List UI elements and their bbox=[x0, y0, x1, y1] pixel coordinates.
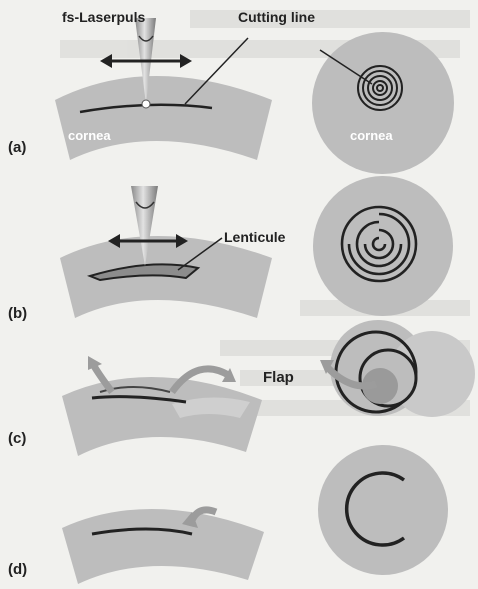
cornea-top-view-d bbox=[318, 445, 448, 575]
cornea-label-left: cornea bbox=[68, 128, 111, 143]
panel-letter-d: (d) bbox=[8, 561, 27, 578]
panel-letter-b: (b) bbox=[8, 305, 27, 322]
cornea-top-view-b bbox=[313, 176, 453, 316]
panel-b: Lenticule (b) bbox=[8, 176, 453, 322]
flap-label: Flap bbox=[263, 369, 294, 386]
panel-d: (d) bbox=[8, 445, 448, 584]
panel-a: fs-Laserpuls Cutting line cornea (a) cor… bbox=[8, 9, 454, 174]
lenticule-label: Lenticule bbox=[224, 229, 286, 245]
cornea-arc-d bbox=[62, 509, 264, 584]
cutting-line-label: Cutting line bbox=[238, 9, 315, 25]
cornea-arc-a bbox=[55, 76, 272, 160]
cornea-top-view-a bbox=[312, 32, 454, 174]
laser-label: fs-Laserpuls bbox=[62, 9, 145, 25]
cornea-label-right: cornea bbox=[350, 128, 393, 143]
panel-letter-c: (c) bbox=[8, 430, 26, 447]
panel-letter-a: (a) bbox=[8, 139, 26, 156]
cornea-arc-c bbox=[62, 377, 262, 456]
